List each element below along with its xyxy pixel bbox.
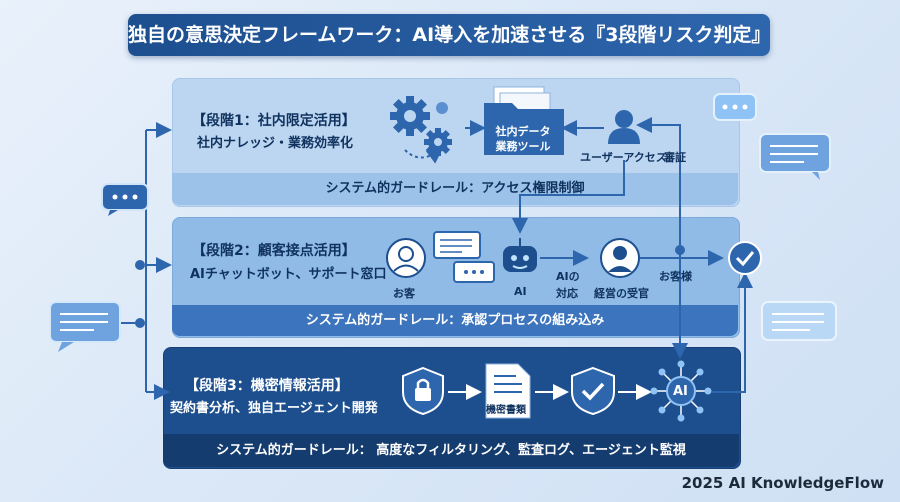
folder-icon [484,86,564,155]
folder-label-2: 業務ツール [495,140,551,153]
robot-icon [503,238,537,272]
ai-network-label: AI [673,384,688,399]
gear-icon [390,96,452,156]
customer-label: お客 [393,287,415,300]
ai-network-icon [650,360,712,422]
check-shield-icon [571,366,615,416]
ai-response-label-2: 対応 [556,287,578,300]
audit-label: 審証 [664,151,686,164]
chat-bubble-icon [49,301,121,352]
ai-response-label-1: AIの [556,270,580,283]
stage1-title: 【段階1：社内限定活用】 [192,113,356,129]
user-icon [608,110,640,144]
stage2-title: 【段階2：顧客接点活用】 [192,243,356,259]
stage3-guardrail: システム的ガードレール： 高度なフィルタリング、監査ログ、エージェント監視 [163,434,739,467]
footer-credit: 2025 AI KnowledgeFlow [681,474,884,492]
chat-bubble-icon [759,133,831,180]
stage3-title: 【段階3：機密情報活用】 [185,378,349,394]
ai-label: AI [514,285,527,298]
chat-bubble-icon [101,183,149,216]
chat-bubble-icon [433,231,495,283]
customer-icon [386,238,426,278]
stage3-subtitle: 契約書分析、独自エージェント開発 [170,401,378,416]
stage1-subtitle: 社内ナレッジ・業務効率化 [197,136,354,151]
document-icon [485,363,531,419]
folder-label-1: 社内データ [495,125,551,138]
page-title: 独自の意思決定フレームワーク：AI導入を加速させる『3段階リスク判定』 [128,14,770,56]
chat-bubble-icon [713,93,757,121]
check-circle-icon [728,241,762,275]
stage1-guardrail: システム的ガードレール：アクセス権限制御 [172,173,738,205]
manager-icon [600,238,640,278]
stage2-subtitle: AIチャットボット、サポート窓口 [190,267,387,282]
document-label: 機密書類 [486,405,526,416]
lock-shield-icon [402,366,444,416]
user-access-label: ユーザーアクセス [580,151,667,164]
manager-label: 経営の受官 [594,287,649,300]
customer-end-label: お客様 [659,270,692,283]
stage2-guardrail: システム的ガードレール：承認プロセスの組み込み [172,305,738,336]
chat-bubble-icon [761,301,837,341]
